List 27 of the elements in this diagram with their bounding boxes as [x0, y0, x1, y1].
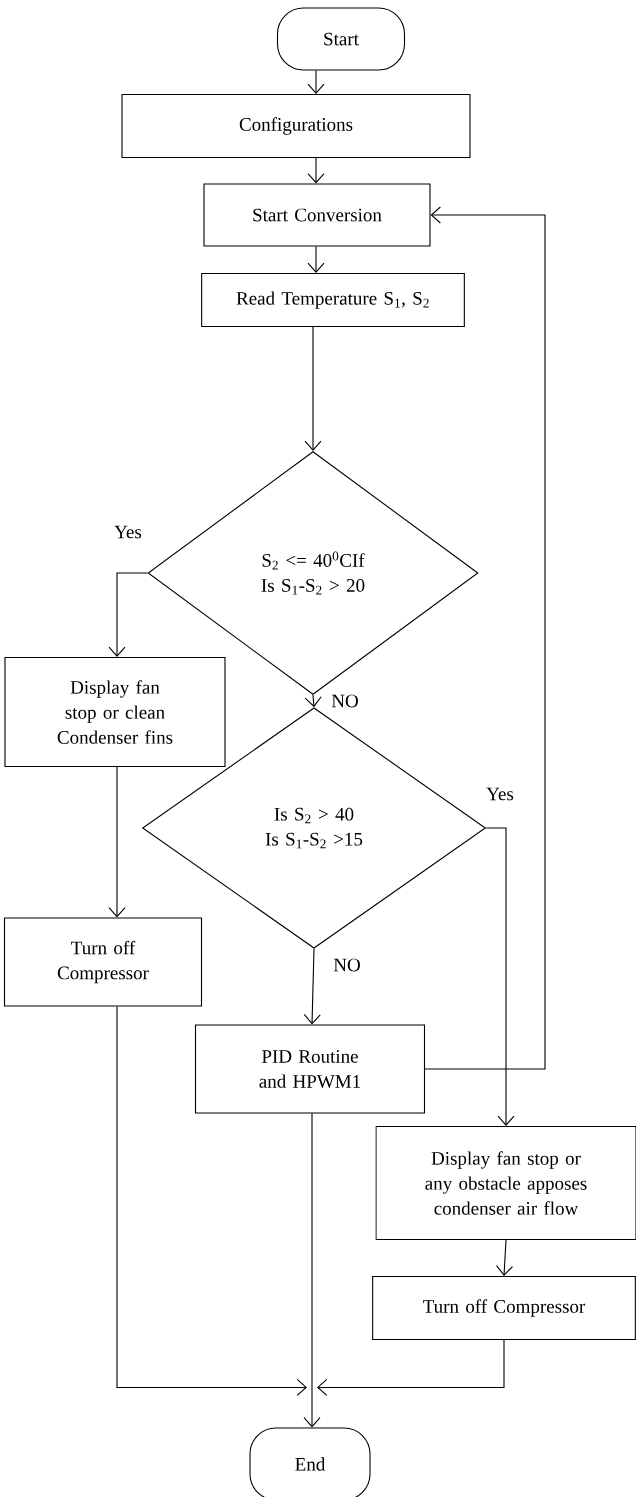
- arrow: [307, 157, 325, 184]
- process-box: PID Routine and HPWM1: [194, 1024, 426, 1114]
- arrow: [317, 1339, 505, 1396]
- arrow: [108, 766, 126, 918]
- arrow: [116, 1006, 307, 1396]
- arrow: [307, 70, 325, 94]
- process-box: Read Temperature S$_{1}$, S$_{2}$: [201, 272, 465, 328]
- arrow: [424, 206, 546, 1070]
- process-box: Start Conversion: [203, 183, 431, 247]
- arrow: [496, 1239, 514, 1276]
- arrow: [303, 1113, 321, 1428]
- arrow: [485, 827, 515, 1126]
- arrow: [108, 572, 148, 657]
- process-box: Turn off Compressor: [3, 917, 203, 1007]
- terminal-box: End: [249, 1427, 371, 1497]
- process-box: Configurations: [121, 93, 471, 159]
- edge-label: Yes: [485, 786, 515, 802]
- edge-label: NO: [330, 693, 360, 709]
- arrow: [303, 948, 321, 1025]
- edge-label: Yes: [113, 524, 143, 540]
- process-box: Display fan stop or any obstacle apposes condenser air flow: [375, 1125, 636, 1241]
- process-box: Turn off Compressor: [372, 1275, 636, 1341]
- arrow: [307, 246, 325, 273]
- terminal-box: Start: [276, 7, 406, 71]
- edge-label: NO: [332, 957, 362, 973]
- arrow: [304, 326, 322, 451]
- process-box: Display fan stop or clean Condenser fins: [4, 656, 226, 768]
